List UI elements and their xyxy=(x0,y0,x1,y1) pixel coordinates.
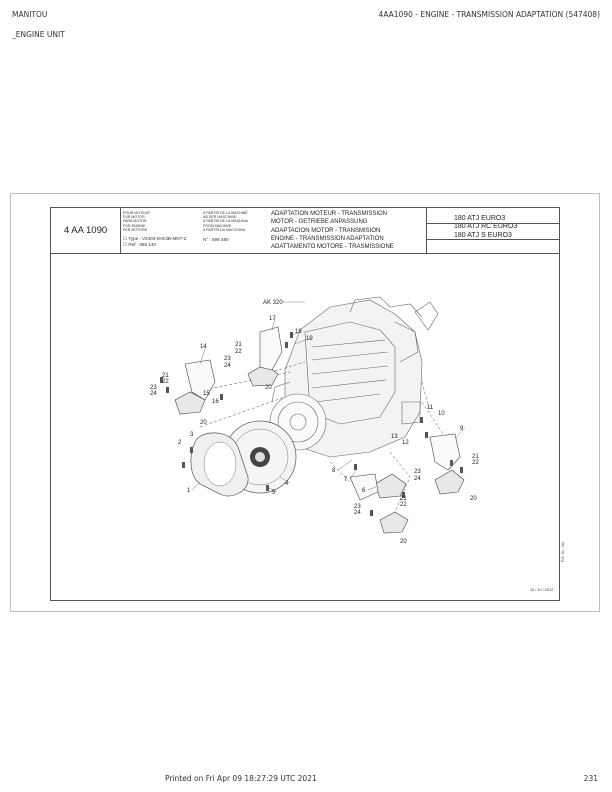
for-engine-de: FUR MOTOR xyxy=(123,215,145,220)
callout-5: 5 xyxy=(272,490,276,496)
callout-20d: 20 xyxy=(400,539,407,545)
callout-17: 17 xyxy=(269,316,276,322)
callout-11: 11 xyxy=(427,405,434,411)
model-divider xyxy=(426,223,559,224)
from-machine-de: AB DER MASCHINE xyxy=(203,215,237,220)
model-item: 180 ATJ EURO3 xyxy=(454,215,506,222)
drawing-reference: 4 AA 1090 xyxy=(51,208,121,253)
from-machine-es: A PARTIR DE LA MAQUINA xyxy=(203,219,248,224)
model-list: 180 ATJ EURO3 180 ATJ RC EURO3 180 ATJ S… xyxy=(426,208,559,253)
callout-23: 23 xyxy=(150,385,157,391)
callout-22: 22 xyxy=(162,379,169,385)
callout-9: 9 xyxy=(460,426,464,432)
from-machine-it: A PARTIR DA MACCHINA xyxy=(203,227,246,232)
title-es: ADAPTACION MOTOR - TRANSMISION xyxy=(271,227,381,234)
for-engine-labels: POUR MOTEUR FUR MOTOR PARA MOTOR FOR ENG… xyxy=(123,211,203,232)
callout-20: 20 xyxy=(200,420,207,426)
assembly-titles: ADAPTATION MOTEUR - TRANSMISSION MOTOR -… xyxy=(271,210,421,251)
section-name: _ENGINE UNIT xyxy=(12,30,65,39)
callout-labels: AK 320 1 2 3 4 5 6 7 8 9 10 11 12 13 14 … xyxy=(150,300,479,545)
title-de: MOTOR - GETRIEBE ANPASSUNG xyxy=(271,219,368,226)
callout-21: 21 xyxy=(162,373,169,379)
callout-21d: 21 xyxy=(400,496,407,502)
engine-illustration xyxy=(269,296,439,458)
callout-20c: 20 xyxy=(470,496,477,502)
callout-21c: 21 xyxy=(472,454,479,460)
printed-timestamp: Printed on Fri Apr 09 18:27:29 UTC 2021 xyxy=(165,774,317,783)
engine-ref-label: AK 320 xyxy=(263,300,283,306)
model-divider xyxy=(426,239,559,240)
serial-number: N° : 596 480 xyxy=(203,237,229,242)
model-item: 180 ATJ S EURO3 xyxy=(454,231,512,239)
engine-mounts xyxy=(174,363,465,534)
for-engine-it: PER MOTORE xyxy=(123,227,148,232)
callout-1: 1 xyxy=(187,488,191,494)
title-en: ENGINE - TRANSMISSION ADAPTATION xyxy=(271,235,384,242)
drawing-date: 12 / 10 / 2012 xyxy=(530,588,554,592)
callout-2: 2 xyxy=(178,440,182,446)
drawing-frame xyxy=(10,193,600,612)
leader-lines xyxy=(191,301,466,493)
callout-22c: 22 xyxy=(472,460,479,466)
callout-23b: 23 xyxy=(224,356,231,362)
callout-24c: 24 xyxy=(414,476,421,482)
bolts xyxy=(160,332,463,516)
callout-15: 15 xyxy=(203,391,210,397)
callout-6: 6 xyxy=(362,488,366,494)
callout-22b: 22 xyxy=(235,349,242,355)
page-number: 231 xyxy=(583,774,598,783)
callout-24: 24 xyxy=(150,391,157,397)
callout-13: 13 xyxy=(391,434,398,440)
adapter-housing xyxy=(190,432,249,497)
callout-23c: 23 xyxy=(414,469,421,475)
document-title: 4AA1090 - ENGINE - TRANSMISSION ADAPTATI… xyxy=(378,10,600,19)
exploded-view-diagram: AK 320 1 2 3 4 5 6 7 8 9 10 11 12 13 14 … xyxy=(150,296,479,545)
for-engine-en: FOR ENGINE xyxy=(123,223,146,228)
callout-21b: 21 xyxy=(235,342,242,348)
title-block: 4 AA 1090 POUR MOTEUR FUR MOTOR PARA MOT… xyxy=(51,208,559,254)
callout-16: 16 xyxy=(212,399,219,405)
callout-8: 8 xyxy=(332,468,336,474)
from-machine-en: FROM MACHINE xyxy=(203,223,232,228)
callout-18: 18 xyxy=(295,329,302,335)
callout-14: 14 xyxy=(200,344,207,350)
callout-7: 7 xyxy=(344,477,348,483)
callout-20b: 20 xyxy=(265,385,272,391)
title-fr: ADAPTATION MOTEUR - TRANSMISSION xyxy=(271,211,388,217)
callout-4: 4 xyxy=(285,481,289,487)
callout-10: 10 xyxy=(438,411,445,417)
callout-23d: 23 xyxy=(354,504,361,510)
model-item: 180 ATJ RC EURO3 xyxy=(454,223,518,231)
callout-3: 3 xyxy=(190,432,194,438)
callout-19: 19 xyxy=(306,336,313,342)
for-engine-es: PARA MOTOR xyxy=(123,219,147,224)
engine-type: ☐ Type : V2403-M-E3B-MNT-2 xyxy=(123,236,187,241)
from-machine-fr: A PARTIR DE LA MACHINE xyxy=(203,211,248,215)
brand-name: MANITOU xyxy=(12,10,48,19)
callout-12: 12 xyxy=(402,440,409,446)
sheet-side-code: P.A. 01 - fsx xyxy=(561,541,565,562)
from-machine-labels: A PARTIR DE LA MACHINE AB DER MASCHINE A… xyxy=(203,211,269,232)
callout-22d: 22 xyxy=(400,502,407,508)
engine-ref: ☐ Ref : 685 140 xyxy=(123,242,156,247)
title-it: ADATTAMENTO MOTORE - TRASMISSIONE xyxy=(271,244,394,251)
callout-24b: 24 xyxy=(224,363,231,369)
drawing-sheet: 4 AA 1090 POUR MOTEUR FUR MOTOR PARA MOT… xyxy=(50,207,560,601)
callout-24d: 24 xyxy=(354,510,361,516)
for-engine-fr: POUR MOTEUR xyxy=(123,211,150,215)
